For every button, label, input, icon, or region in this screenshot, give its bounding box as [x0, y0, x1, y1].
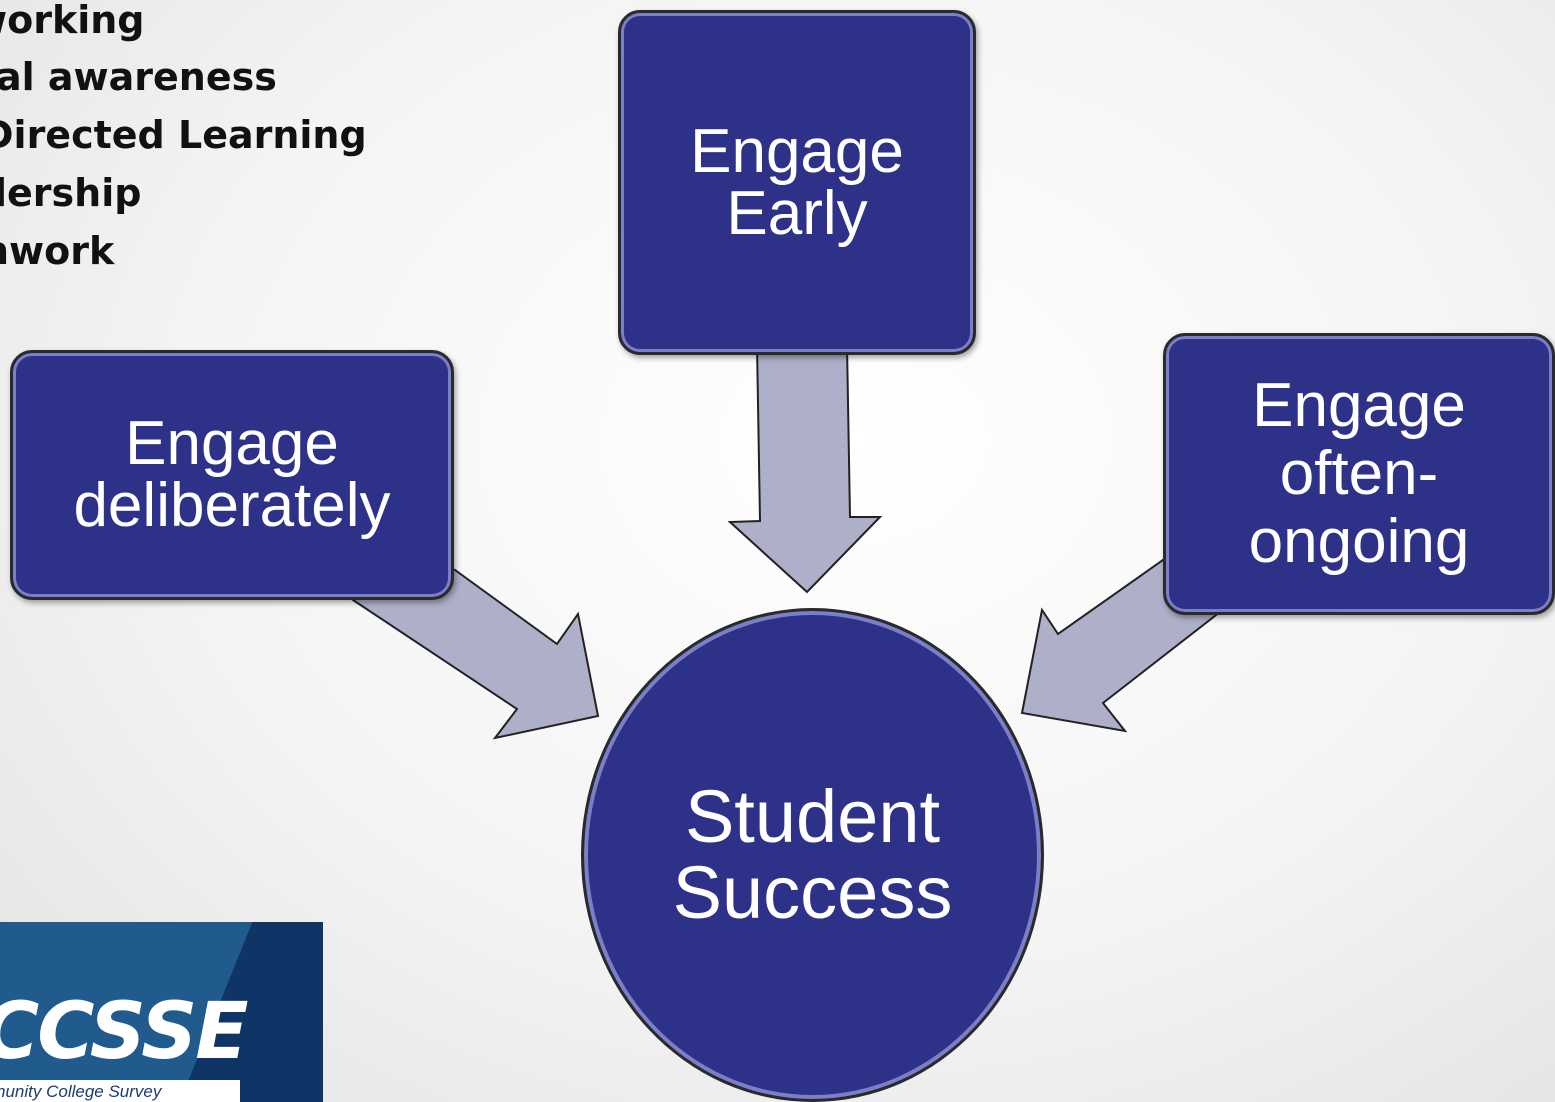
student-success-circle: Student Success	[581, 608, 1044, 1102]
arrow-down	[727, 344, 883, 594]
bullet-item: nwork	[0, 229, 115, 273]
logo-subtitle-band	[0, 1080, 240, 1102]
box-engage-often-ongoing-label: Engage often- ongoing	[1248, 371, 1470, 576]
box-engage-early-label: Engage Early	[690, 116, 904, 248]
box-engage-early: Engage Early	[618, 10, 976, 355]
logo-title: CCSSE	[0, 987, 249, 1077]
ccsse-logo: CCSSE nunity College Survey	[0, 922, 323, 1102]
box-engage-deliberately: Engage deliberately	[10, 350, 454, 600]
logo-subtitle: nunity College Survey	[0, 1082, 162, 1101]
box-engage-deliberately-label: Engage deliberately	[73, 409, 391, 540]
bullet-item: Directed Learning	[0, 113, 367, 157]
bullet-item: working	[0, 0, 145, 42]
student-success-label: Student Success	[672, 775, 953, 934]
box-engage-often-ongoing: Engage often- ongoing	[1163, 333, 1555, 615]
bullet-item: al awareness	[0, 55, 277, 99]
bullet-item: lership	[0, 171, 142, 215]
